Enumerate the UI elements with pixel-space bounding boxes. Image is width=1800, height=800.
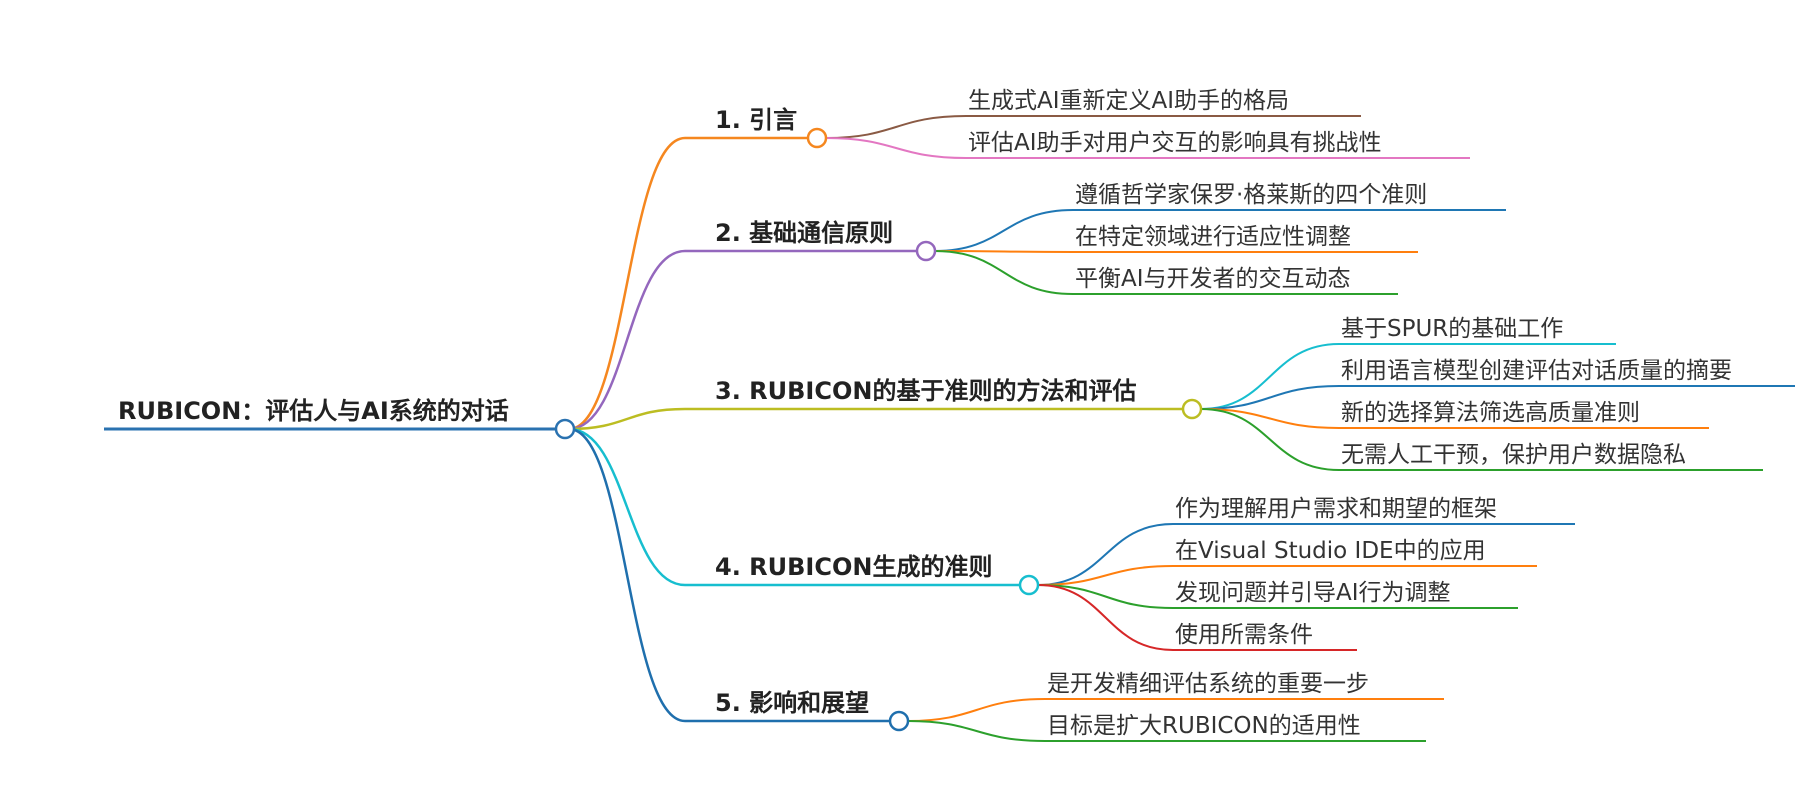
root-toggle-circle[interactable]: [554, 418, 576, 440]
edge-root-branch-5: [568, 427, 686, 723]
leaf-node[interactable]: 评估AI助手对用户交互的影响具有挑战性: [966, 130, 1470, 159]
leaf-node[interactable]: 是开发精细评估系统的重要一步: [1045, 671, 1444, 700]
edge-branch-leaf: [825, 115, 967, 139]
leaf-label: 作为理解用户需求和期望的框架: [1175, 496, 1497, 522]
leaf-node[interactable]: 平衡AI与开发者的交互动态: [1073, 266, 1398, 295]
edge-branch-leaf: [1200, 385, 1340, 410]
leaf-node[interactable]: 新的选择算法筛选高质量准则: [1339, 400, 1709, 429]
edge-branch-leaf: [1200, 408, 1340, 471]
edge-branch-leaf: [934, 250, 1074, 253]
edge-root-branch-1: [568, 136, 686, 431]
branch-label: 3. RUBICON的基于准则的方法和评估: [715, 377, 1136, 405]
branch-node-3[interactable]: 3. RUBICON的基于准则的方法和评估: [685, 377, 1203, 420]
edge-branch-leaf: [1200, 408, 1340, 429]
leaf-label: 基于SPUR的基础工作: [1341, 316, 1563, 342]
leaf-node[interactable]: 生成式AI重新定义AI助手的格局: [966, 88, 1361, 117]
edge-branch-leaf: [1037, 523, 1174, 586]
leaf-label: 新的选择算法筛选高质量准则: [1341, 400, 1640, 426]
leaf-node[interactable]: 目标是扩大RUBICON的适用性: [1045, 713, 1426, 742]
branch-node-4[interactable]: 4. RUBICON生成的准则: [685, 553, 1040, 596]
edge-root-branch-4: [568, 427, 686, 587]
branch-label: 5. 影响和展望: [715, 689, 869, 717]
branch-node-5[interactable]: 5. 影响和展望: [685, 689, 910, 732]
root-node[interactable]: RUBICON：评估人与AI系统的对话: [104, 397, 576, 440]
branch-node-2[interactable]: 2. 基础通信原则: [685, 219, 937, 262]
edge-branch-leaf: [1200, 343, 1340, 410]
leaf-label: 生成式AI重新定义AI助手的格局: [968, 88, 1289, 114]
edges-layer: [568, 115, 1340, 742]
branch-toggle-circle[interactable]: [915, 240, 937, 262]
leaf-label: 发现问题并引导AI行为调整: [1175, 580, 1451, 606]
nodes-layer: RUBICON：评估人与AI系统的对话 生成式AI重新定义AI助手的格局评估AI…: [104, 88, 1795, 742]
leaf-node[interactable]: 使用所需条件: [1173, 622, 1357, 651]
leaf-label: 遵循哲学家保罗·格莱斯的四个准则: [1075, 182, 1427, 208]
root-label: RUBICON：评估人与AI系统的对话: [118, 397, 509, 425]
branch-label: 2. 基础通信原则: [715, 219, 893, 247]
branch-node-1[interactable]: 1. 引言: [685, 106, 828, 149]
leaf-node[interactable]: 在特定领域进行适应性调整: [1073, 224, 1418, 253]
leaf-label: 是开发精细评估系统的重要一步: [1047, 671, 1369, 697]
edge-branch-leaf: [907, 698, 1046, 722]
edge-branch-leaf: [1037, 584, 1174, 609]
edge-branch-leaf: [825, 137, 967, 159]
edge-branch-leaf: [934, 209, 1074, 252]
edge-root-branch-2: [568, 249, 686, 431]
leaf-node[interactable]: 基于SPUR的基础工作: [1339, 316, 1616, 345]
leaf-node[interactable]: 作为理解用户需求和期望的框架: [1173, 496, 1575, 525]
edge-branch-leaf: [1037, 565, 1174, 586]
leaf-label: 平衡AI与开发者的交互动态: [1075, 266, 1351, 292]
leaf-node[interactable]: 利用语言模型创建评估对话质量的摘要: [1339, 358, 1795, 387]
leaf-label: 目标是扩大RUBICON的适用性: [1047, 713, 1361, 739]
branch-toggle-circle[interactable]: [1018, 574, 1040, 596]
edge-branch-leaf: [907, 720, 1046, 742]
edge-root-branch-3: [568, 407, 686, 431]
branch-toggle-circle[interactable]: [888, 710, 910, 732]
branch-toggle-circle[interactable]: [806, 127, 828, 149]
edge-branch-leaf: [934, 250, 1074, 295]
branch-label: 1. 引言: [715, 106, 797, 134]
leaf-label: 使用所需条件: [1175, 622, 1313, 648]
leaf-label: 在特定领域进行适应性调整: [1075, 224, 1351, 250]
leaf-node[interactable]: 无需人工干预，保护用户数据隐私: [1339, 442, 1763, 471]
leaf-label: 在Visual Studio IDE中的应用: [1175, 538, 1486, 564]
leaf-node[interactable]: 发现问题并引导AI行为调整: [1173, 580, 1518, 609]
leaf-label: 无需人工干预，保护用户数据隐私: [1341, 442, 1686, 468]
edge-branch-leaf: [1037, 584, 1174, 651]
branch-label: 4. RUBICON生成的准则: [715, 553, 992, 581]
branch-toggle-circle[interactable]: [1181, 398, 1203, 420]
leaf-node[interactable]: 遵循哲学家保罗·格莱斯的四个准则: [1073, 182, 1506, 211]
leaf-node[interactable]: 在Visual Studio IDE中的应用: [1173, 538, 1537, 567]
leaf-label: 利用语言模型创建评估对话质量的摘要: [1341, 358, 1732, 384]
leaf-label: 评估AI助手对用户交互的影响具有挑战性: [968, 130, 1382, 156]
